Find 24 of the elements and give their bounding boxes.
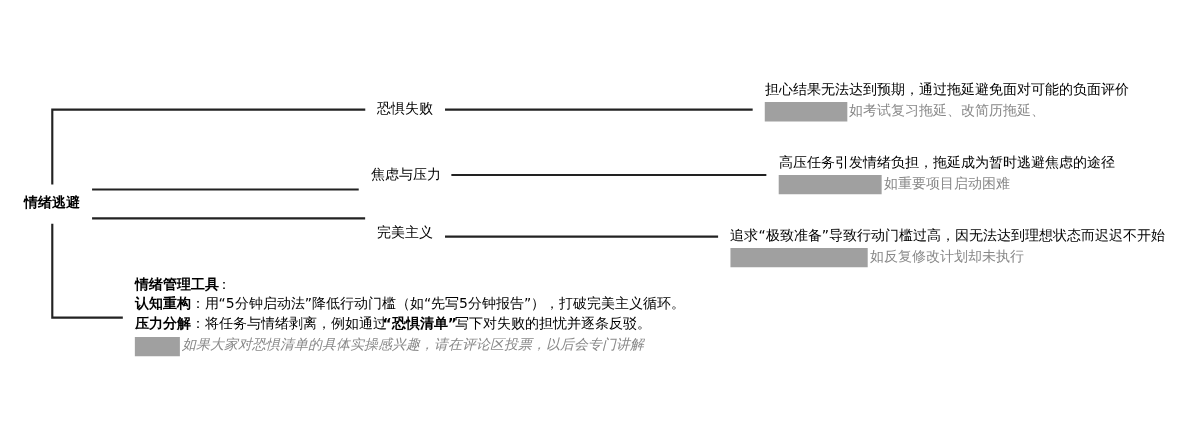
- node-box: [134, 336, 180, 357]
- node-box: [778, 175, 882, 195]
- connector: [92, 188, 359, 191]
- node-label: 如考试复习拖延、改简历拖延、: [849, 102, 1046, 119]
- node-label: 如反复修改计划却未执行: [869, 248, 1024, 265]
- node-text: 焦虑与压力: [370, 165, 441, 182]
- connector: [51, 108, 366, 185]
- connector: [51, 223, 123, 319]
- node-label: 如果大家对恐惧清单的具体实操感兴趣，请在评论区投票，以后会专门讲解: [182, 336, 645, 353]
- node-text: 恐惧失败: [377, 100, 434, 117]
- node-label: 担心结果无法达到预期，通过拖延避免面对可能的负面评价: [764, 80, 1129, 97]
- node-box: [730, 247, 868, 268]
- connector: [451, 173, 767, 177]
- node-text: 完美主义: [377, 223, 434, 240]
- connector: [445, 235, 719, 238]
- node-label: 追求“极致准备”导致行动门槛过高，因无法达到理想状态而迟迟不开始: [730, 226, 1165, 243]
- node-text: 情绪逃避: [24, 193, 81, 210]
- node-label: 如重要项目启动困难: [883, 175, 1010, 192]
- node-label: 情绪管理工具：: [134, 276, 232, 293]
- connector: [92, 217, 366, 220]
- node-label: 高压任务引发情绪负担，拖延成为暂时逃避焦虑的途径: [778, 153, 1115, 170]
- connector: [445, 108, 753, 111]
- node-label: 认知重构：用“5分钟启动法”降低行动门槛（如“先写5分钟报告”），打破完美主义循环。: [134, 295, 686, 312]
- node-box: [764, 102, 848, 122]
